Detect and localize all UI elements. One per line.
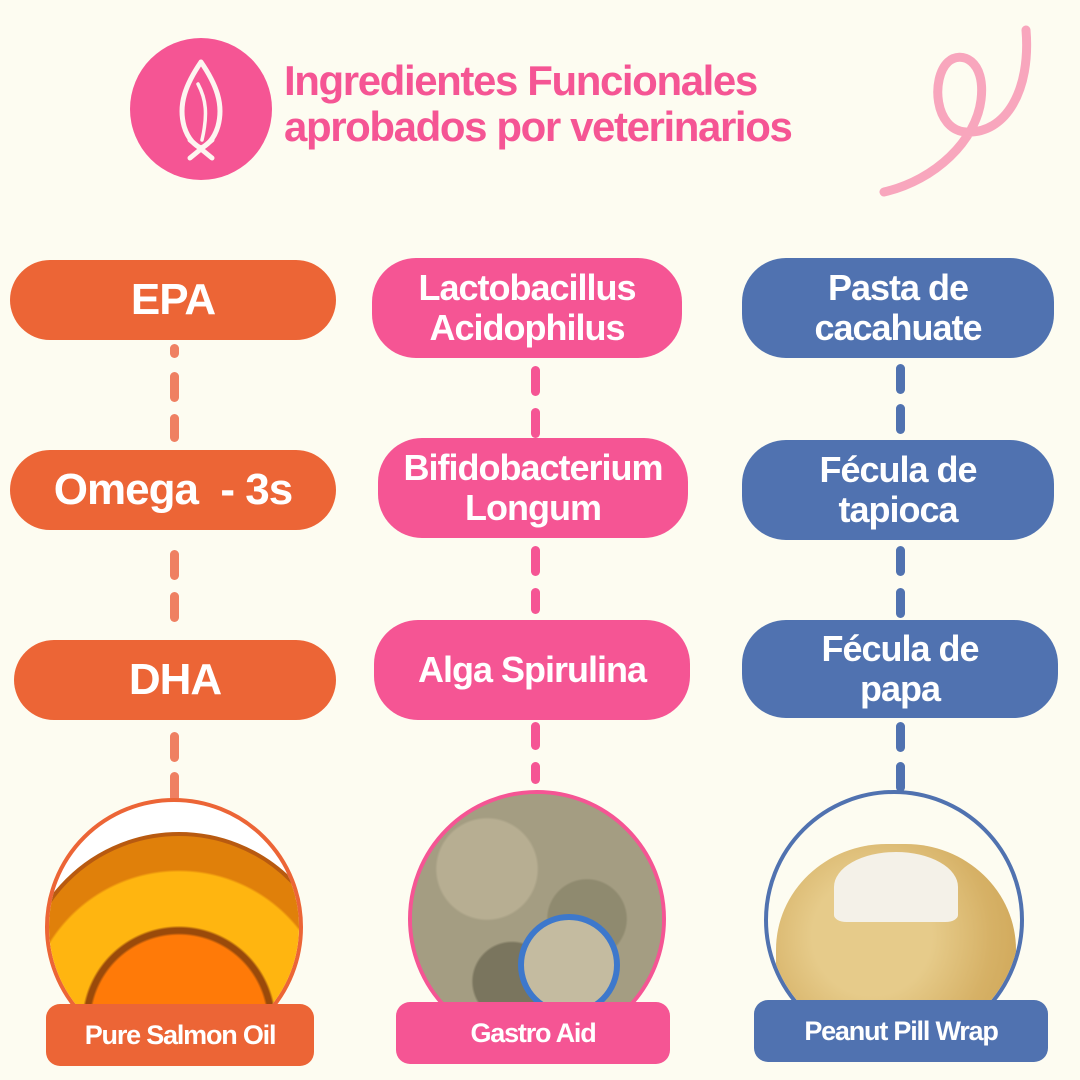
ingredient-pill-spirulina: Alga Spirulina <box>374 620 690 720</box>
connector-dash <box>531 366 540 396</box>
leaf-icon <box>179 59 223 161</box>
pill-text: Alga Spirulina <box>417 649 647 690</box>
ingredient-pill-fecula-tapioca: Fécula de tapioca <box>742 440 1054 540</box>
pill-text-line: Fécula de <box>819 449 977 490</box>
product-label-salmon-oil: Pure Salmon Oil <box>46 1004 314 1066</box>
connector-dash <box>170 344 179 358</box>
pill-text-line: Bifidobacterium <box>403 447 663 488</box>
connector-dash <box>896 546 905 576</box>
connector-dash <box>170 372 179 402</box>
ingredient-pill-pasta-cacahuate: Pasta de cacahuate <box>742 258 1054 358</box>
pill-text-line: Fécula de <box>821 628 979 669</box>
connector-dash <box>531 762 540 784</box>
ingredient-pill-lactobacillus: Lactobacillus Acidophilus <box>372 258 682 358</box>
connector-dash <box>896 762 905 792</box>
pill-text-line: tapioca <box>838 489 958 530</box>
connector-dash <box>170 772 179 802</box>
product-label-gastro-aid: Gastro Aid <box>396 1002 670 1064</box>
connector-dash <box>896 404 905 434</box>
title-line-1: Ingredientes Funcionales <box>284 57 758 104</box>
pill-text-line: Acidophilus <box>429 307 626 348</box>
pill-text: DHA <box>128 655 222 704</box>
product-label-text: Gastro Aid <box>470 1017 596 1048</box>
page-title: Ingredientes Funcionales aprobados por v… <box>284 57 793 150</box>
connector-dash <box>170 550 179 580</box>
pill-text: EPA <box>130 275 216 324</box>
connector-dash <box>531 546 540 576</box>
leaf-badge <box>130 38 272 180</box>
connector-dash <box>531 722 540 750</box>
pill-text-line: Longum <box>465 487 602 528</box>
connector-dash <box>531 408 540 438</box>
pill-text-line: papa <box>859 668 941 709</box>
connector-dash <box>170 592 179 622</box>
pill-text-line: Lactobacillus <box>418 267 636 308</box>
ingredient-pill-fecula-papa: Fécula de papa <box>742 620 1058 718</box>
ribbon-squiggle-icon <box>879 25 1032 197</box>
connector-dash <box>531 588 540 614</box>
product-label-peanut-pill-wrap: Peanut Pill Wrap <box>754 1000 1048 1062</box>
ingredient-pill-bifidobacterium: Bifidobacterium Longum <box>378 438 688 538</box>
connector-dash <box>896 588 905 618</box>
connector-dash <box>896 722 905 752</box>
ingredient-pill-epa: EPA <box>10 260 336 340</box>
pill-text-line: Pasta de <box>827 267 969 308</box>
connector-dash <box>170 732 179 762</box>
ingredient-pill-dha: DHA <box>14 640 336 720</box>
pill-text-line: cacahuate <box>814 307 982 348</box>
connector-dash <box>896 364 905 394</box>
connector-dash <box>170 414 179 442</box>
pill-text: Omega - 3s <box>53 465 293 514</box>
product-label-text: Peanut Pill Wrap <box>804 1015 999 1046</box>
title-line-2: aprobados por veterinarios <box>284 103 793 150</box>
product-label-text: Pure Salmon Oil <box>84 1019 277 1050</box>
ingredient-pill-omega3: Omega - 3s <box>10 450 336 530</box>
